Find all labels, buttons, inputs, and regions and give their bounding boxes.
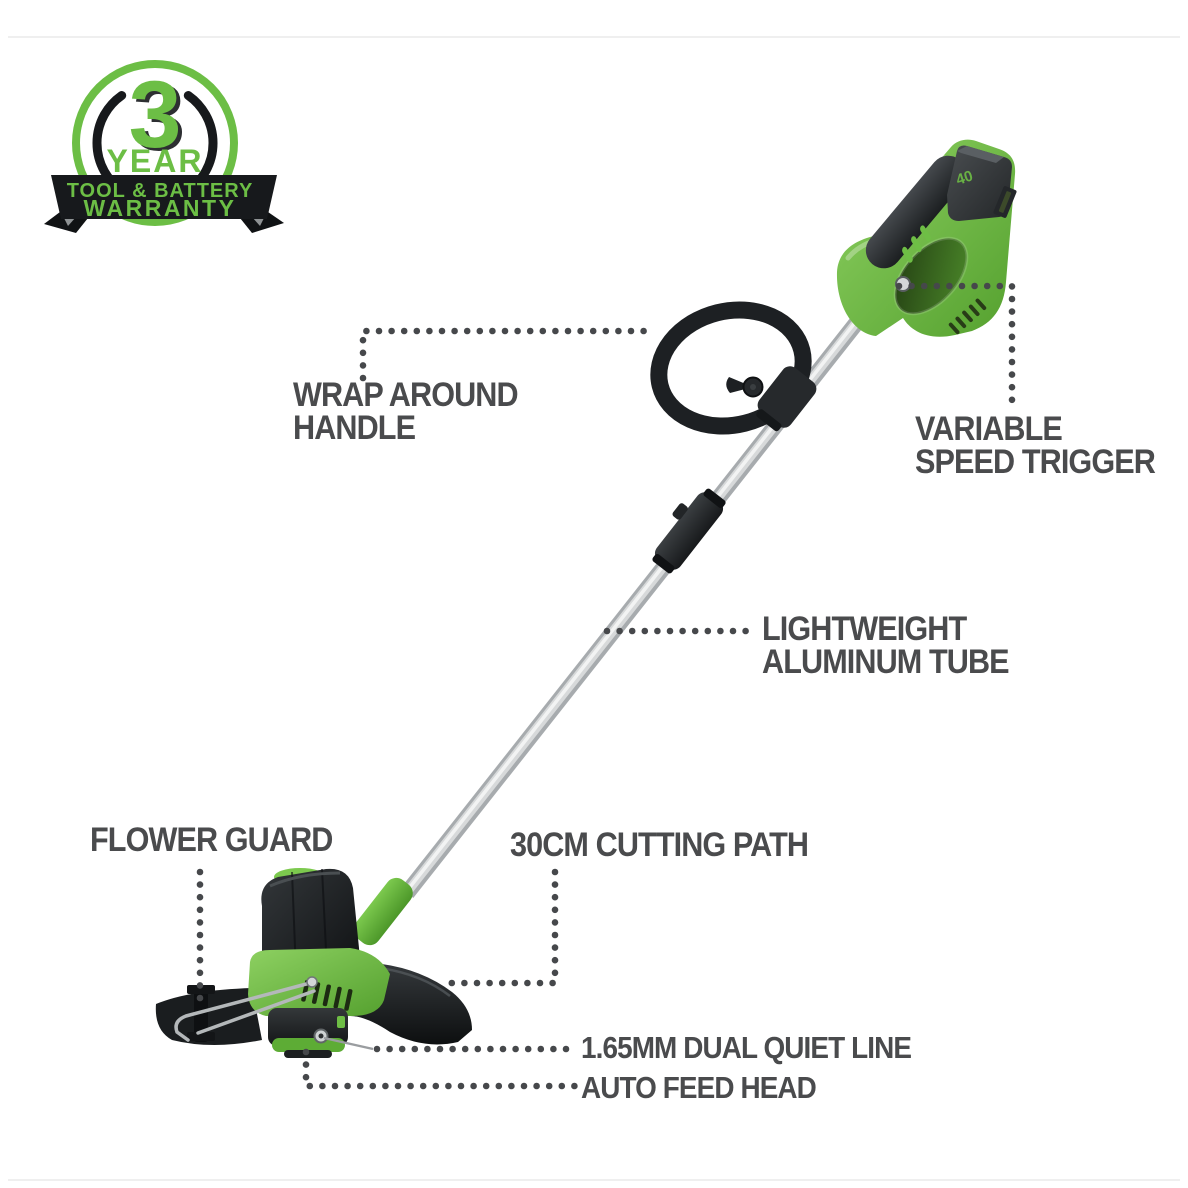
motor-housing-highlight [269, 871, 341, 888]
callout-dual-quiet-line: 1.65MM DUAL QUIET LINE [581, 1030, 912, 1065]
head-shaft-connector [353, 877, 413, 946]
warranty-badge: 3 3 YEAR TOOL & BATTERY WARRANTY [44, 60, 284, 233]
powerhead: 40 [836, 139, 1017, 337]
handle-opening [895, 238, 967, 314]
handle-loop [650, 301, 812, 435]
grip [865, 155, 967, 269]
handle-clamp [756, 366, 817, 432]
callout-flower-guard: FLOWER GUARD [90, 821, 333, 859]
motor-housing [261, 868, 360, 975]
battery-label: 40 [954, 167, 975, 188]
handle-knob [726, 376, 764, 398]
head-green-band [248, 948, 390, 1016]
powerhead-vents [948, 298, 987, 335]
callout-lightweight-aluminum-tube: LIGHTWEIGHT ALUMINUM TUBE [762, 610, 1010, 681]
callout-wrap-around-handle: WRAP AROUND HANDLE [293, 376, 519, 447]
trimmer-head [155, 868, 472, 1058]
dual-line-pointer [323, 1036, 374, 1051]
callout-line: ALUMINUM TUBE [762, 643, 1010, 681]
trigger-leader [895, 282, 1016, 406]
trimmer: 40 [155, 139, 1017, 1058]
callout-lines [196, 282, 1016, 1090]
callout-auto-feed-head: AUTO FEED HEAD [581, 1070, 817, 1105]
wrap-handle-leader [359, 327, 660, 382]
callout-line: WRAP AROUND [293, 376, 519, 414]
grip-accents [902, 225, 931, 263]
top-frame-line [8, 36, 1180, 38]
battery-pack: 40 [947, 145, 1012, 221]
auto-feed-head [268, 1008, 348, 1058]
badge-years-shadow: 3 [133, 65, 186, 171]
callout-line: LIGHTWEIGHT [762, 610, 967, 648]
tube-coupler [652, 488, 726, 574]
bottom-frame-line [8, 1179, 1180, 1181]
brand-sticker [993, 186, 1017, 218]
badge-year-label: YEAR [107, 143, 204, 179]
badge-banner-line2: WARRANTY [84, 195, 237, 221]
flower-guard-wire [174, 976, 318, 1042]
callout-line: HANDLE [293, 409, 416, 447]
cutting-path-leader [445, 868, 559, 987]
auto-feed-leader [302, 1048, 579, 1090]
wrap-around-handle [650, 301, 817, 435]
callout-variable-speed-trigger: VARIABLE SPEED TRIGGER [915, 410, 1156, 481]
badge-ribbon [51, 175, 277, 219]
callout-line: VARIABLE [915, 410, 1063, 448]
callout-line: SPEED TRIGGER [915, 443, 1156, 481]
badge-banner-line1: TOOL & BATTERY [67, 180, 254, 202]
badge-years: 3 [129, 62, 182, 168]
callout-cutting-path: 30CM CUTTING PATH [510, 826, 809, 864]
